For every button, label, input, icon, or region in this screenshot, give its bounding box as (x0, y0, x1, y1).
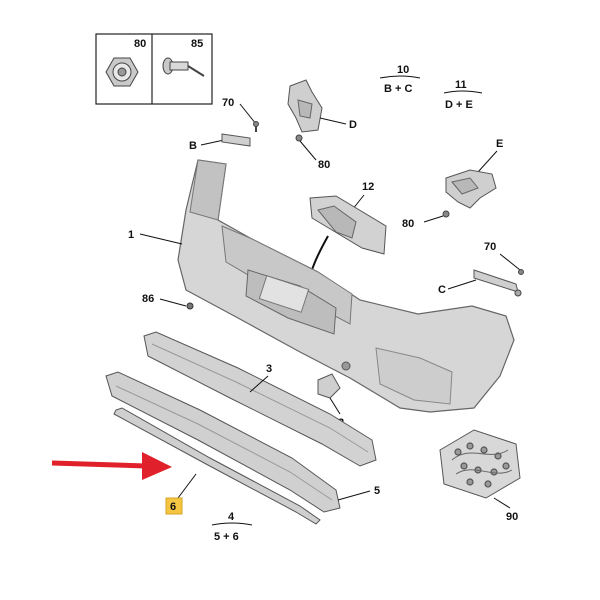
bracket-D (287, 79, 323, 133)
callout-11: 11 (455, 79, 467, 91)
group-label-10: B + C (384, 83, 412, 95)
trim-strip-6 (113, 407, 321, 525)
clip-86-icon (186, 302, 194, 310)
callout-80-upper: 80 (318, 159, 330, 171)
tow-cap-2 (317, 373, 341, 399)
callout-85: 85 (191, 38, 203, 50)
callout-E: E (496, 138, 503, 150)
screw-80-lower-icon (442, 210, 450, 218)
lower-trim-3 (143, 331, 377, 467)
callout-4: 4 (228, 511, 235, 523)
callout-90: 90 (506, 511, 518, 523)
screw-70-right-icon (518, 269, 524, 275)
callout-12: 12 (362, 181, 374, 193)
group-label-11: D + E (445, 99, 473, 111)
reference-11: 11 D + E (443, 79, 483, 111)
hardware-box: 80 85 (95, 33, 213, 105)
callout-B: B (189, 140, 197, 152)
callout-6: 6 (170, 501, 176, 513)
callout-C: C (438, 284, 446, 296)
part-12-mount (309, 195, 387, 255)
callout-80-lower: 80 (402, 218, 414, 230)
callout-70-right: 70 (484, 241, 496, 253)
reference-10: 10 B + C (379, 64, 421, 95)
diffuser-5 (105, 371, 341, 513)
screw-icon (253, 121, 259, 132)
callout-5: 5 (374, 485, 380, 497)
reference-4: 4 5 + 6 (211, 511, 253, 543)
callout-80-box: 80 (134, 38, 146, 50)
rear-bumper-shell (177, 159, 515, 413)
bracket-C (473, 269, 522, 297)
callout-70-top: 70 (222, 97, 234, 109)
screw-80-upper-icon (295, 134, 303, 142)
callout-86: 86 (142, 293, 154, 305)
flange-nut-icon (105, 57, 139, 87)
wiring-harness-90 (439, 429, 521, 499)
callout-6-highlight-box (165, 497, 183, 515)
bracket-E (445, 169, 497, 209)
group-label-4: 5 + 6 (214, 531, 239, 543)
bracket-B (221, 133, 251, 147)
callout-3: 3 (266, 363, 272, 375)
callout-D: D (349, 119, 357, 131)
callout-1: 1 (128, 229, 134, 241)
callout-10: 10 (397, 64, 409, 76)
red-pointer-arrow (51, 452, 172, 480)
rivet-icon (162, 57, 205, 77)
